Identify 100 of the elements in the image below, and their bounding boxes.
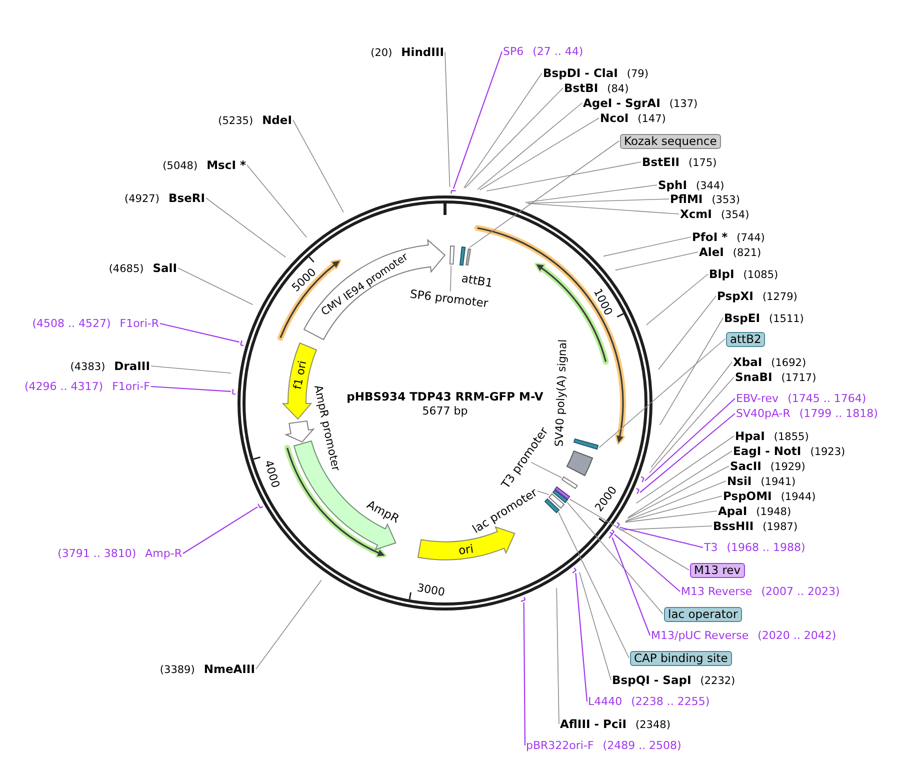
leader-line xyxy=(464,88,564,188)
leader-line xyxy=(616,522,704,548)
scale-number: 3000 xyxy=(416,580,446,598)
leader-line xyxy=(625,496,722,522)
feature-label: attB2 xyxy=(726,332,766,346)
leader-line xyxy=(469,140,620,248)
restriction-site-label: (5235) NdeI xyxy=(218,112,292,128)
leader-line xyxy=(450,265,452,292)
primer-label: (4296 .. 4317) F1ori-F xyxy=(24,380,150,394)
restriction-site-label: XcmI (354) xyxy=(680,206,750,222)
leader-line xyxy=(556,588,560,724)
restriction-site-label: BstBI (84) xyxy=(564,80,629,96)
leader-line xyxy=(624,510,718,523)
restriction-site-label: ApaI (1948) xyxy=(718,504,792,518)
leader-line xyxy=(640,398,736,483)
leader-line xyxy=(159,322,244,346)
restriction-site-label: PspOMI (1944) xyxy=(723,488,816,504)
leader-line xyxy=(646,274,708,326)
leader-line xyxy=(477,102,582,190)
primer-label: pBR322ori-F (2489 .. 2508) xyxy=(526,738,682,752)
leader-line xyxy=(524,184,658,203)
restriction-site-label: (20) HindIII xyxy=(370,44,444,60)
primer-label: (4508 .. 4527) F1ori-R xyxy=(32,316,159,330)
feature-label: lac operator xyxy=(664,606,742,622)
leader-line xyxy=(530,462,562,478)
restriction-site-label: HpaI (1855) xyxy=(735,428,809,444)
restriction-site-label: (5048) MscI * xyxy=(162,158,246,172)
leader-line xyxy=(636,412,736,494)
leader-line xyxy=(608,532,651,636)
restriction-site-label: AflIII - PciI (2348) xyxy=(560,716,670,732)
leader-line xyxy=(463,72,542,188)
leader-line xyxy=(246,164,307,238)
restriction-site-label: BlpI (1085) xyxy=(709,266,778,282)
leader-line xyxy=(520,596,526,746)
restriction-site-label: (4383) DraIII xyxy=(70,358,150,374)
restriction-site-label: (4927) BseRI xyxy=(124,190,205,206)
restriction-site-label: EagI - NotI (1923) xyxy=(733,444,846,458)
restriction-site-label: AleI (821) xyxy=(699,244,762,260)
feature-label: CAP binding site xyxy=(630,650,732,666)
restriction-site-label: BspEI (1511) xyxy=(724,310,804,326)
leader-line xyxy=(626,480,726,522)
restriction-site-label: PspXI (1279) xyxy=(717,288,798,304)
leader-line xyxy=(648,376,734,474)
leader-line xyxy=(636,436,734,504)
leader-line xyxy=(628,450,732,518)
restriction-site-label: SnaBI (1717) xyxy=(735,370,816,384)
restriction-site-label: SacII (1929) xyxy=(730,458,806,474)
primer-label: SV40pA-R (1799 .. 1818) xyxy=(736,406,878,420)
feature-label: attB1 xyxy=(460,272,494,290)
leader-line xyxy=(558,512,630,658)
leader-line xyxy=(292,120,344,213)
leader-line xyxy=(450,50,503,194)
feature-label: Kozak sequence xyxy=(620,134,721,148)
leader-line xyxy=(578,572,612,680)
restriction-site-label: BspQI - SapI (2232) xyxy=(612,672,736,688)
leader-line xyxy=(206,198,286,258)
restriction-site-label: BstEII (175) xyxy=(642,154,717,170)
leader-line xyxy=(566,502,664,614)
restriction-site-label: (4685) SalI xyxy=(108,260,177,276)
restriction-site-label: PflMI (353) xyxy=(670,192,740,206)
feature-label: ori xyxy=(457,542,474,558)
scale-number: 1000 xyxy=(590,286,615,318)
leader-line xyxy=(150,386,236,395)
leader-line xyxy=(650,362,732,468)
restriction-site-label: NsiI (1941) xyxy=(727,474,796,488)
leader-line xyxy=(178,268,254,305)
primer-label: EBV-rev (1745 .. 1764) xyxy=(736,392,866,406)
primer-label: (3791 .. 3810) Amp-R xyxy=(58,546,182,560)
restriction-site-label: AgeI - SgrAI (137) xyxy=(583,96,698,110)
leader-line xyxy=(444,52,450,188)
feature-label: SP6 promoter xyxy=(410,288,490,310)
plasmid-size: 5677 bp xyxy=(422,404,468,418)
feature-label: SV40 poly(A) signal xyxy=(552,339,570,447)
leader-line xyxy=(486,162,642,192)
leader-line xyxy=(150,366,232,374)
primer-label: T3 (1968 .. 1988) xyxy=(704,540,806,554)
restriction-site-label: XbaI (1692) xyxy=(733,354,806,370)
primer-label: M13 Reverse (2007 .. 2023) xyxy=(681,584,840,598)
restriction-site-label: PfoI * (744) xyxy=(692,230,765,244)
restriction-site-label: BssHII (1987) xyxy=(713,518,798,534)
plasmid-name: pHBS934 TDP43 RRM-GFP M-V xyxy=(346,390,544,404)
leader-line xyxy=(658,296,716,370)
leader-line xyxy=(614,252,698,271)
restriction-site-label: (3389) NmeAIII xyxy=(160,662,255,676)
feature-label: M13 rev xyxy=(690,562,745,578)
leader-line xyxy=(598,338,726,448)
leader-line xyxy=(480,118,600,190)
leader-line xyxy=(660,318,724,426)
leader-line xyxy=(536,490,550,495)
primer-label: M13/pUC Reverse (2020 .. 2042) xyxy=(651,628,836,642)
leader-line xyxy=(569,498,690,570)
feature-label: f1 ori xyxy=(290,359,309,390)
restriction-site-label: BspDI - ClaI (79) xyxy=(543,66,648,80)
primer-label: L4440 (2238 .. 2255) xyxy=(588,694,710,708)
restriction-site-label: NcoI (147) xyxy=(600,110,666,126)
leader-line xyxy=(627,466,730,519)
scale-number: 4000 xyxy=(262,458,282,490)
leader-line xyxy=(182,504,264,554)
leader-line xyxy=(610,529,681,592)
leader-line xyxy=(619,526,712,530)
